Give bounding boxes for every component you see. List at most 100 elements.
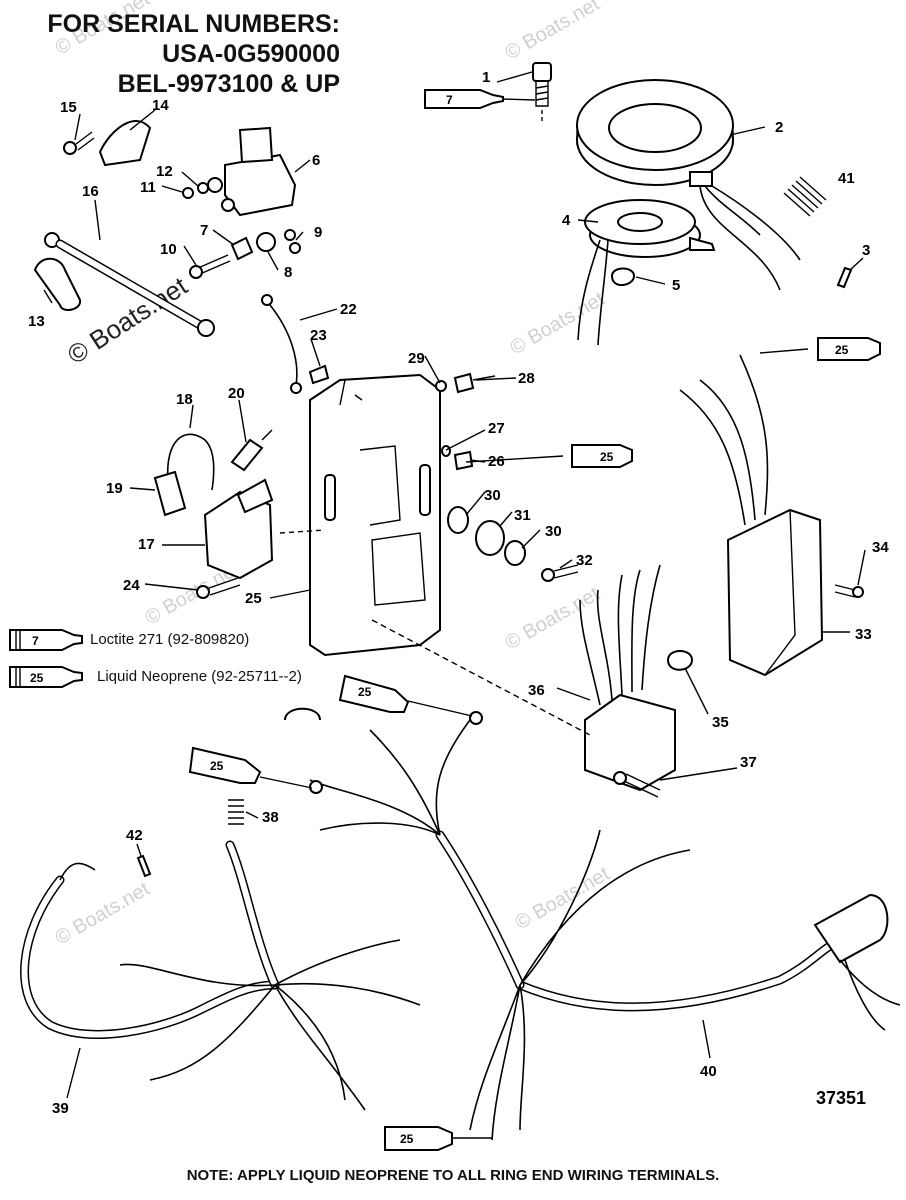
callout-33: 33 — [855, 626, 872, 643]
callout-1: 1 — [482, 69, 490, 86]
callout-19: 19 — [106, 480, 123, 497]
callout-9: 9 — [314, 224, 322, 241]
callout-18: 18 — [176, 391, 193, 408]
part-4-trigger — [577, 199, 716, 346]
callout-23: 23 — [310, 327, 327, 344]
part-32-screw — [541, 564, 579, 582]
watermark: © Boats.net — [52, 878, 154, 950]
callout-28: 28 — [518, 370, 535, 387]
svg-text:25: 25 — [358, 685, 372, 699]
part-40-harness — [435, 829, 901, 1141]
part-25-mounting-plate — [309, 373, 441, 657]
callout-30: 30 — [484, 487, 501, 504]
callout-41: 41 — [838, 170, 855, 187]
callout-37: 37 — [740, 754, 757, 771]
part-3-pin — [836, 266, 853, 289]
upper-wire-bundle — [284, 707, 483, 836]
part-41-spring — [783, 176, 827, 217]
watermark: © Boats.net — [507, 288, 609, 360]
svg-text:25: 25 — [210, 759, 224, 773]
callout-25: 25 — [245, 590, 262, 607]
part-24-screw — [196, 577, 241, 599]
sealant-tube-7: 7 — [424, 89, 504, 109]
part-17-ignition-coil — [203, 478, 274, 580]
watermark: © Boats.net — [502, 0, 604, 64]
callout-7: 7 — [200, 222, 208, 239]
svg-text:25: 25 — [400, 1132, 414, 1146]
callout-27: 27 — [488, 420, 505, 437]
sealant-tube-25: 25 — [571, 444, 633, 468]
part-6-solenoid — [207, 126, 297, 217]
part-23-screw — [308, 364, 330, 385]
serial-header-line-2: USA-0G590000 — [162, 40, 340, 68]
legend-tube-25: 25 — [9, 666, 83, 688]
part-1-screw — [532, 62, 552, 122]
part-38-spring — [228, 799, 244, 825]
callout-8: 8 — [284, 264, 292, 281]
part-20-spark-plug — [230, 429, 273, 472]
callout-34: 34 — [872, 539, 889, 556]
part-37-screw — [613, 771, 661, 798]
callout-24: 24 — [123, 577, 140, 594]
svg-text:7: 7 — [32, 634, 39, 648]
part-30-31-grommet-set — [447, 506, 526, 566]
callout-16: 16 — [82, 183, 99, 200]
callout-17: 17 — [138, 536, 155, 553]
serial-header-line-1: FOR SERIAL NUMBERS: — [47, 10, 340, 38]
callout-26: 26 — [488, 453, 505, 470]
part-34-screw — [834, 584, 864, 598]
callout-42: 42 — [126, 827, 143, 844]
watermark: © Boats.net — [502, 583, 604, 655]
part-2-stator — [576, 79, 801, 291]
part-5-clamp — [611, 267, 636, 286]
part-22-ground-lead — [261, 294, 302, 394]
part-33-switch-box — [679, 354, 824, 677]
leader-lines — [43, 71, 866, 1139]
bottom-note: NOTE: APPLY LIQUID NEOPRENE TO ALL RING … — [186, 1167, 720, 1184]
callout-35: 35 — [712, 714, 729, 731]
legend-text-loctite: Loctite 271 (92-809820) — [90, 631, 250, 648]
part-36-rectifier — [579, 564, 676, 792]
callout-13: 13 — [28, 313, 45, 330]
part-11-12-nuts — [182, 182, 209, 199]
figure-number: 37351 — [815, 1088, 866, 1108]
legend-tube-7: 7 — [9, 629, 83, 651]
callout-29: 29 — [408, 350, 425, 367]
callout-5: 5 — [672, 277, 680, 294]
callout-32: 32 — [576, 552, 593, 569]
part-14-bracket — [98, 120, 152, 167]
part-18-19-high-tension-lead — [153, 433, 215, 517]
callout-4: 4 — [562, 212, 571, 229]
part-39-harness — [20, 840, 421, 1111]
part-26-29-hardware — [435, 372, 496, 471]
part-16-cable — [44, 232, 215, 337]
tube-label: 7 — [446, 93, 453, 107]
callout-20: 20 — [228, 385, 245, 402]
callout-15: 15 — [60, 99, 77, 116]
part-35-clip — [667, 650, 694, 671]
callout-38: 38 — [262, 809, 279, 826]
sealant-tube-25: 25 — [188, 746, 262, 784]
callout-22: 22 — [340, 301, 357, 318]
svg-text:25: 25 — [835, 343, 849, 357]
callout-12: 12 — [156, 163, 173, 180]
part-13-boot — [33, 257, 82, 312]
callout-6: 6 — [312, 152, 320, 169]
callout-labels: 1 2 3 4 5 6 7 8 9 10 11 12 13 14 15 16 1… — [28, 69, 889, 1117]
callout-2: 2 — [775, 119, 783, 136]
callout-39: 39 — [52, 1100, 69, 1117]
callout-14: 14 — [152, 97, 169, 114]
part-7-8-9-10-hardware — [189, 229, 301, 279]
callout-31: 31 — [514, 507, 531, 524]
svg-text:25: 25 — [600, 450, 614, 464]
part-42-pin — [136, 854, 152, 878]
sealant-tube-25: 25 — [817, 337, 881, 361]
serial-header-line-3: BEL-9973100 & UP — [117, 70, 340, 98]
callout-10: 10 — [160, 241, 177, 258]
callout-36: 36 — [528, 682, 545, 699]
svg-text:25: 25 — [30, 671, 44, 685]
legend-text-neoprene: Liquid Neoprene (92-25711--2) — [97, 668, 302, 685]
sealant-tube-25: 25 — [338, 674, 410, 713]
sealant-tube-25: 25 — [384, 1126, 453, 1151]
